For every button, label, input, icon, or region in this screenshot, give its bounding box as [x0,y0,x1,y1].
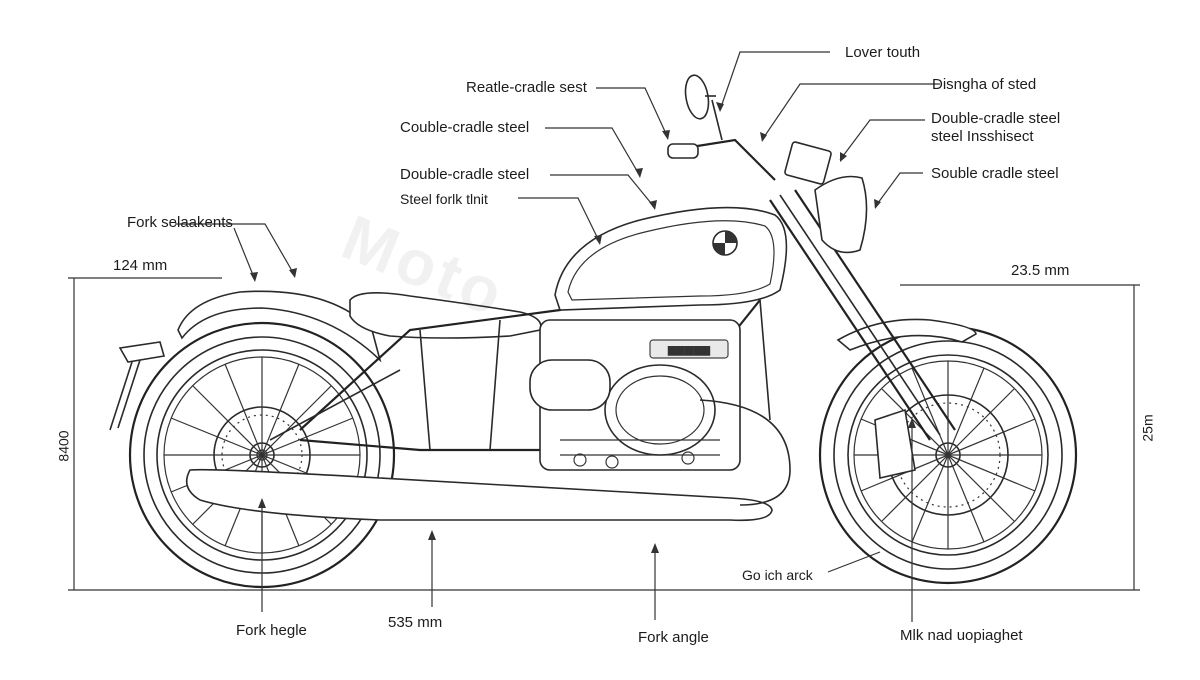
label-lover-touth: Lover touth [845,44,921,61]
rear-light [109,341,166,431]
label-dim-535: 535 mm [388,614,443,631]
label-dim-8400: 8400 [55,430,72,462]
arrowheads [250,102,916,553]
front-wheel [818,325,1078,585]
headlight [784,141,868,254]
label-couble-cradle: Couble-cradle steel [400,119,530,136]
label-mlk-nad: Mlk nad uopiaghet [900,627,1023,644]
label-double-cradle-insh-line2: steel Insshisect [931,128,1034,145]
label-dim-124: 124 mm [113,257,168,274]
label-dim-23-5: 23.5 mm [1011,262,1070,279]
engine-badge: ▆▆▆▆▆ [667,344,711,356]
handlebar [667,74,776,181]
label-fork-angle: Fork angle [638,629,709,646]
label-fork-selaakents: Fork selaakents [127,214,233,231]
exhaust-pipe [185,468,773,522]
label-steel-fork-unit: Steel forlk tlnit [400,191,488,207]
label-reatle-cradle: Reatle-cradle sest [466,79,587,96]
leader-lines [175,51,940,622]
label-dim-25m: 25m [1139,414,1156,442]
label-fork-hegle: Fork hegle [236,622,307,639]
rear-fender [177,290,382,363]
label-go-arck: Go ich arck [742,567,813,583]
label-disngha: Disngha of sted [932,76,1037,93]
label-souble-cradle: Souble cradle steel [931,165,1059,182]
label-double-cradle-insh-line1: Double-cradle steel [931,110,1061,127]
engine: ▆▆▆▆▆ [529,319,741,471]
brand-logo-icon [712,230,738,256]
label-double-cradle: Double-cradle steel [400,166,530,183]
seat [349,292,542,339]
exhaust-header [699,399,791,506]
